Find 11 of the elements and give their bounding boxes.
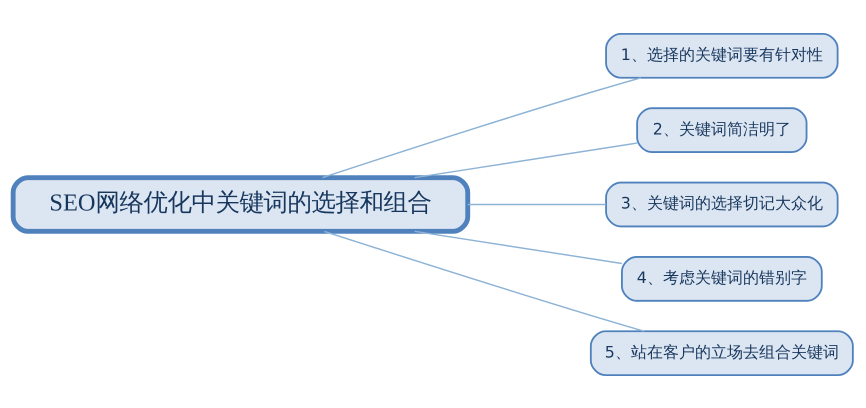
- node-box: 4、考虑关键词的错别字: [621, 255, 823, 302]
- connector: [322, 76, 642, 178]
- node-box: 5、站在客户的立场去组合关键词: [590, 330, 854, 376]
- node-box: 1、选择的关键词要有针对性: [605, 32, 839, 78]
- connector: [414, 230, 622, 264]
- node-box: 2、关键词简洁明了: [636, 106, 808, 152]
- connector: [324, 230, 644, 332]
- connector: [468, 203, 606, 205]
- node-box: 3、关键词的选择切记大众化: [605, 181, 839, 227]
- connector: [414, 142, 638, 178]
- node-box: SEO网络优化中关键词的选择和组合: [10, 174, 470, 234]
